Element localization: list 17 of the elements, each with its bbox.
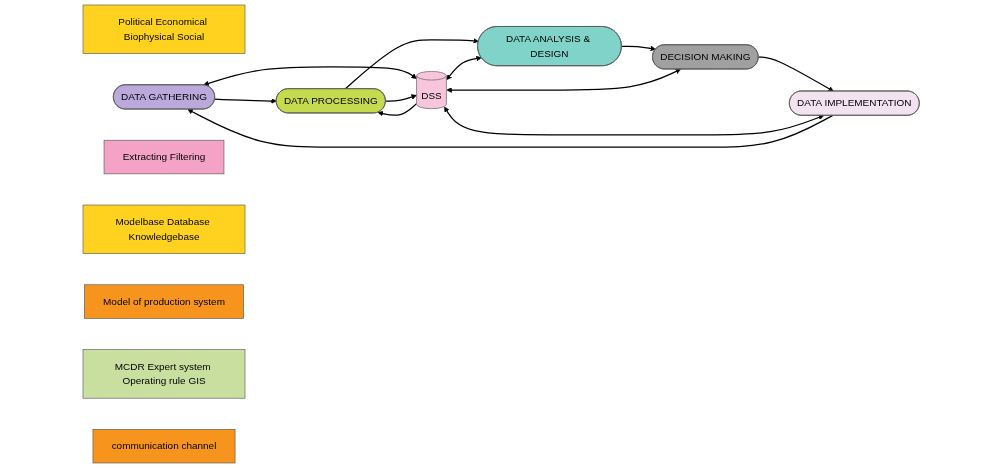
arrow — [384, 94, 417, 102]
node-box: Modelbase Database Knowledgebase — [82, 204, 246, 254]
arrow — [203, 66, 417, 87]
arrow — [187, 109, 833, 148]
arrow — [757, 56, 834, 92]
arrow — [620, 45, 656, 52]
node-box: communication channel — [92, 429, 236, 464]
arrow — [446, 68, 681, 93]
arrow — [214, 98, 277, 104]
node-box: Political Economical Biophysical Social — [82, 4, 246, 54]
arrow — [443, 106, 824, 136]
node-box: Model of production system — [83, 284, 244, 319]
arrow — [446, 55, 482, 80]
arrow — [344, 38, 479, 90]
node-box: Extracting Filtering — [103, 139, 225, 175]
arrow — [377, 103, 418, 117]
node-box: MCDR Expert system Operating rule GIS — [82, 349, 246, 399]
